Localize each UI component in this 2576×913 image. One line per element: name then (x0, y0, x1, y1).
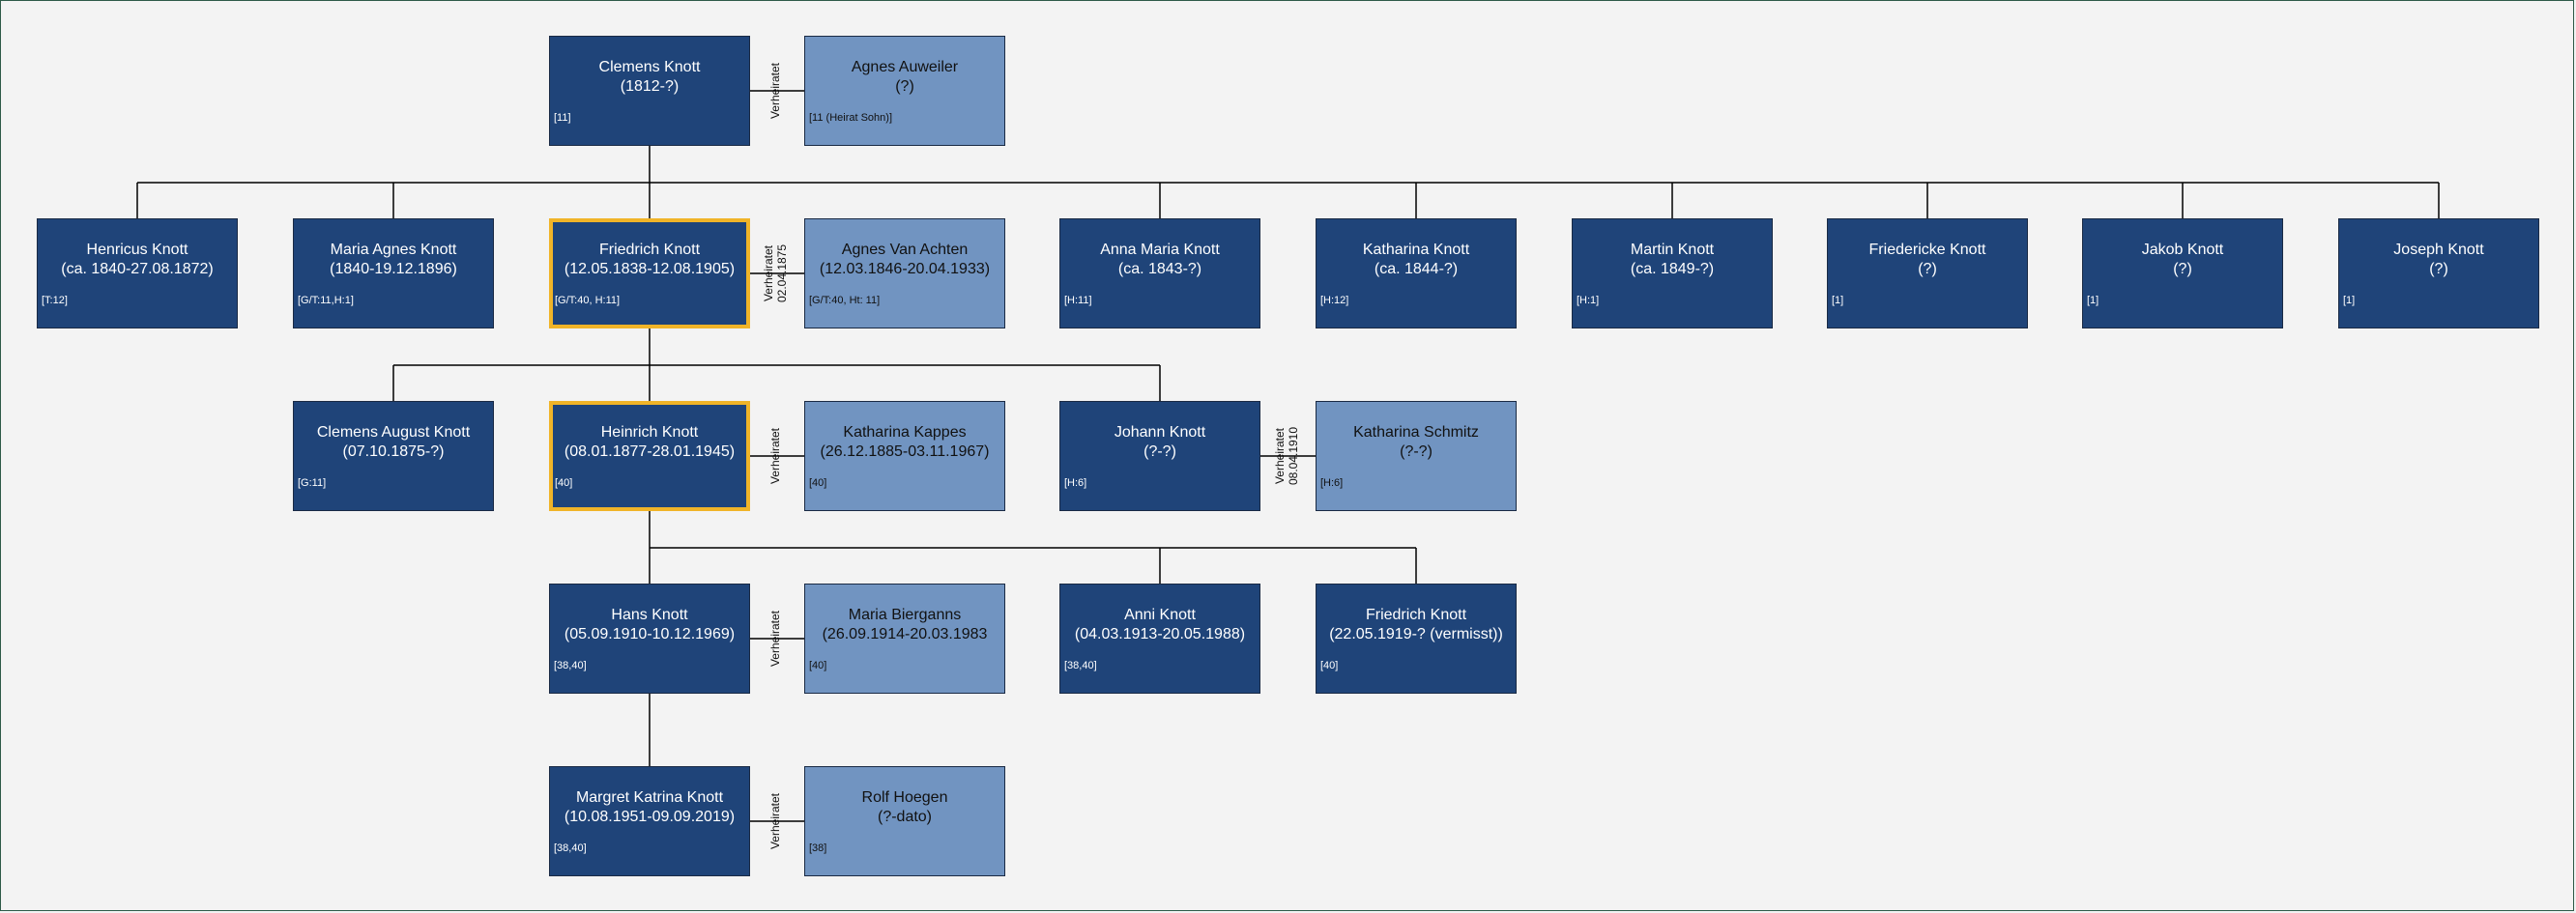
person-name: Jakob Knott (2141, 242, 2224, 258)
spouse-box-katharina-schmitz[interactable]: Katharina Schmitz (?-?) [H:6] (1316, 401, 1517, 511)
spouse-box-agnes-van-achten[interactable]: Agnes Van Achten (12.03.1846-20.04.1933)… (804, 218, 1005, 328)
person-dates: (?-?) (1400, 443, 1433, 460)
person-source: [40] (1320, 660, 1339, 671)
person-name: Margret Katrina Knott (575, 789, 724, 806)
person-source: [40] (809, 660, 827, 671)
person-source: [11 (Heirat Sohn)] (809, 112, 893, 124)
person-source: [H:6] (1064, 477, 1087, 489)
person-box-friedericke-knott[interactable]: Friedericke Knott (?) [1] (1827, 218, 2028, 328)
person-source: [1] (2087, 295, 2099, 306)
person-source: [H:1] (1577, 295, 1600, 306)
person-dates: (?-dato) (877, 809, 933, 825)
person-source: [40] (555, 477, 573, 489)
person-dates: (?-?) (1143, 443, 1176, 460)
person-dates: (?) (895, 78, 914, 95)
person-source: [G/T:40, H:11] (555, 295, 621, 306)
person-dates: (1840-19.12.1896) (330, 261, 457, 277)
marriage-label: Verheiratet (768, 610, 782, 668)
person-box-friedrich-knott-2[interactable]: Friedrich Knott (22.05.1919-? (vermisst)… (1316, 584, 1517, 694)
person-dates: (12.03.1846-20.04.1933) (819, 261, 991, 277)
person-dates: (ca. 1843-?) (1117, 261, 1202, 277)
person-source: [1] (1832, 295, 1844, 306)
person-name: Joseph Knott (2393, 242, 2484, 258)
person-source: [H:6] (1320, 477, 1344, 489)
person-source: [38,40] (1064, 660, 1097, 671)
marriage-label: Verheiratet (768, 62, 782, 120)
person-source: [T:12] (42, 295, 68, 306)
person-box-anni-knott[interactable]: Anni Knott (04.03.1913-20.05.1988) [38,4… (1059, 584, 1260, 694)
person-name: Clemens August Knott (316, 424, 471, 441)
person-box-henricus-knott[interactable]: Henricus Knott (ca. 1840-27.08.1872) [T:… (37, 218, 238, 328)
person-dates: (12.05.1838-12.08.1905) (564, 261, 736, 277)
person-name: Friedericke Knott (1868, 242, 1986, 258)
person-name: Heinrich Knott (600, 424, 699, 441)
person-name: Friedrich Knott (1365, 607, 1467, 623)
person-source: [G/T:40, Ht: 11] (809, 295, 881, 306)
person-box-jakob-knott[interactable]: Jakob Knott (?) [1] (2082, 218, 2283, 328)
person-name: Clemens Knott (598, 59, 701, 75)
person-source: [40] (809, 477, 827, 489)
person-name: Maria Agnes Knott (330, 242, 457, 258)
person-box-martin-knott[interactable]: Martin Knott (ca. 1849-?) [H:1] (1572, 218, 1773, 328)
person-dates: (?) (2173, 261, 2192, 277)
person-box-clemens-august-knott[interactable]: Clemens August Knott (07.10.1875-?) [G:1… (293, 401, 494, 511)
person-box-anna-maria-knott[interactable]: Anna Maria Knott (ca. 1843-?) [H:11] (1059, 218, 1260, 328)
spouse-box-agnes-auweiler[interactable]: Agnes Auweiler (?) [11 (Heirat Sohn)] (804, 36, 1005, 146)
person-dates: (26.09.1914-20.03.1983 (822, 626, 988, 642)
person-source: [38] (809, 842, 827, 854)
person-source: [38,40] (554, 660, 587, 671)
person-dates: (?) (1918, 261, 1937, 277)
person-name: Agnes Auweiler (851, 59, 959, 75)
person-source: [1] (2343, 295, 2356, 306)
person-dates: (1812-?) (620, 78, 680, 95)
person-source: [G/T:11,H:1] (298, 295, 354, 306)
person-name: Maria Bierganns (848, 607, 962, 623)
person-box-hans-knott[interactable]: Hans Knott (05.09.1910-10.12.1969) [38,4… (549, 584, 750, 694)
person-name: Katharina Kappes (843, 424, 967, 441)
person-dates: (10.08.1951-09.09.2019) (564, 809, 736, 825)
person-name: Martin Knott (1630, 242, 1715, 258)
person-dates: (ca. 1849-?) (1630, 261, 1715, 277)
person-box-johann-knott[interactable]: Johann Knott (?-?) [H:6] (1059, 401, 1260, 511)
person-name: Anni Knott (1124, 607, 1196, 623)
spouse-box-maria-bierganns[interactable]: Maria Bierganns (26.09.1914-20.03.1983 [… (804, 584, 1005, 694)
person-dates: (04.03.1913-20.05.1988) (1074, 626, 1246, 642)
person-box-heinrich-knott[interactable]: Heinrich Knott (08.01.1877-28.01.1945) [… (549, 401, 750, 511)
person-dates: (ca. 1840-27.08.1872) (61, 261, 214, 277)
person-name: Friedrich Knott (598, 242, 701, 258)
person-dates: (?) (2429, 261, 2448, 277)
person-dates: (08.01.1877-28.01.1945) (564, 443, 736, 460)
spouse-box-rolf-hoegen[interactable]: Rolf Hoegen (?-dato) [38] (804, 766, 1005, 876)
person-dates: (22.05.1919-? (vermisst)) (1329, 626, 1503, 642)
person-name: Hans Knott (611, 607, 688, 623)
person-box-friedrich-knott[interactable]: Friedrich Knott (12.05.1838-12.08.1905) … (549, 218, 750, 328)
person-box-margret-katrina-knott[interactable]: Margret Katrina Knott (10.08.1951-09.09.… (549, 766, 750, 876)
person-name: Agnes Van Achten (841, 242, 969, 258)
person-source: [G:11] (298, 477, 327, 489)
person-name: Katharina Knott (1362, 242, 1470, 258)
person-name: Henricus Knott (86, 242, 188, 258)
person-source: [38,40] (554, 842, 587, 854)
person-source: [11] (554, 112, 571, 124)
person-dates: (05.09.1910-10.12.1969) (564, 626, 736, 642)
spouse-box-katharina-kappes[interactable]: Katharina Kappes (26.12.1885-03.11.1967)… (804, 401, 1005, 511)
person-source: [H:11] (1064, 295, 1092, 306)
person-dates: (26.12.1885-03.11.1967) (820, 443, 990, 460)
person-name: Anna Maria Knott (1100, 242, 1220, 258)
person-name: Johann Knott (1114, 424, 1206, 441)
person-box-maria-agnes-knott[interactable]: Maria Agnes Knott (1840-19.12.1896) [G/T… (293, 218, 494, 328)
person-box-katharina-knott[interactable]: Katharina Knott (ca. 1844-?) [H:12] (1316, 218, 1517, 328)
person-name: Rolf Hoegen (861, 789, 948, 806)
person-name: Katharina Schmitz (1353, 424, 1479, 441)
marriage-label: Verheiratet (768, 427, 782, 485)
marriage-label: Verheiratet (768, 792, 782, 850)
person-dates: (ca. 1844-?) (1374, 261, 1459, 277)
person-source: [H:12] (1320, 295, 1349, 306)
person-dates: (07.10.1875-?) (342, 443, 445, 460)
person-box-clemens-knott[interactable]: Clemens Knott (1812-?) [11] (549, 36, 750, 146)
person-box-joseph-knott[interactable]: Joseph Knott (?) [1] (2338, 218, 2539, 328)
